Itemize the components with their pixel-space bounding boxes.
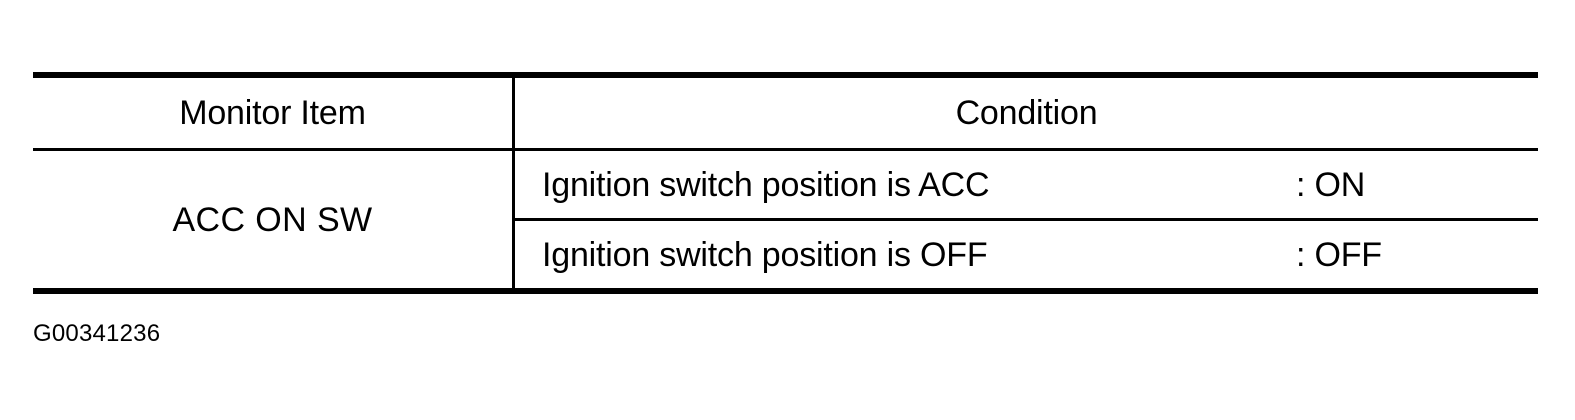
condition-row-2: Ignition switch position is OFF : OFF: [515, 221, 1538, 288]
condition-description-2: Ignition switch position is OFF: [542, 235, 988, 274]
header-label-monitor-item: Monitor Item: [179, 94, 366, 132]
condition-row-1: Ignition switch position is ACC : ON: [515, 151, 1538, 218]
table-top-border: [33, 72, 1538, 78]
monitor-item-table: Monitor Item Condition ACC ON SW Ignitio…: [33, 72, 1538, 294]
condition-row-1-content: Ignition switch position is ACC : ON: [542, 151, 1538, 218]
condition-row-separator: [512, 218, 1538, 221]
table-header-separator: [33, 148, 1538, 151]
header-cell-monitor-item: Monitor Item: [33, 78, 512, 148]
table-bottom-border: [33, 288, 1538, 294]
condition-description-1: Ignition switch position is ACC: [542, 165, 990, 204]
table-row: ACC ON SW: [33, 151, 512, 288]
monitor-item-name: ACC ON SW: [172, 200, 373, 239]
column-divider: [512, 72, 515, 294]
header-cell-condition: Condition: [515, 78, 1538, 148]
condition-row-2-content: Ignition switch position is OFF : OFF: [542, 221, 1538, 288]
condition-state-1: : ON: [1296, 165, 1366, 204]
condition-state-2: : OFF: [1296, 235, 1382, 274]
header-label-condition: Condition: [955, 94, 1098, 132]
figure-id-caption: G00341236: [33, 320, 161, 347]
